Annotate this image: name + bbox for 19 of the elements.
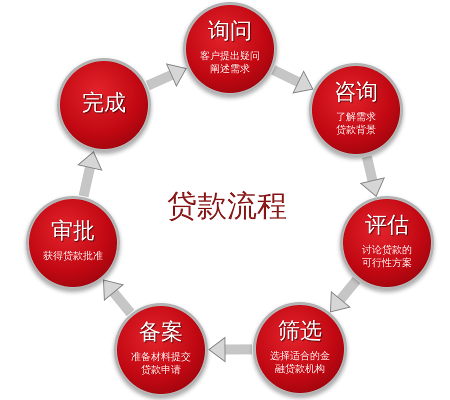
step-title: 评估: [365, 212, 409, 236]
arrow: [78, 150, 102, 198]
diagram-title: 贷款流程: [166, 189, 288, 225]
step-title: 完成: [82, 91, 126, 115]
step-title: 审批: [51, 219, 95, 243]
step-description: 客户提出疑问阐述需求: [199, 50, 261, 76]
step-description: 了解需求贷款背景: [335, 110, 377, 136]
step-description: 获得贷款批准: [42, 250, 104, 263]
arrow: [146, 64, 188, 90]
step-description: 讨论贷款的可行性方案: [361, 244, 413, 270]
step-title: 咨询: [334, 80, 378, 104]
arrow: [360, 156, 385, 198]
step-title: 询问: [208, 18, 252, 42]
step-description: 准备材料提交贷款申请: [130, 350, 192, 376]
step-title: 备案: [139, 320, 183, 344]
arrow: [271, 65, 315, 94]
step-title: 筛选: [278, 318, 322, 342]
arrow: [208, 337, 252, 362]
step-description: 选择适合的金融贷款机构: [269, 350, 331, 376]
